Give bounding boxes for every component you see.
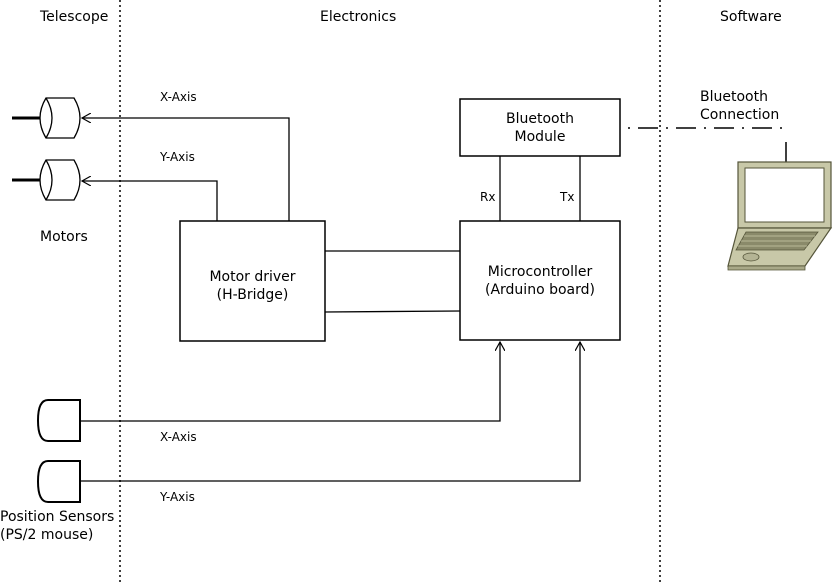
sensor-x-connection [80,342,500,422]
sensor-y-axis-label: Y-Axis [160,490,195,504]
laptop-icon [727,161,833,271]
sensor-x-axis-label: X-Axis [160,430,197,444]
motor-y-axis-label: Y-Axis [160,150,195,164]
motor-driver-label-line2: (H-Bridge) [216,287,289,303]
microcontroller-label-line2: (Arduino board) [485,282,595,298]
column-header-telescope: Telescope [40,9,109,25]
motor-y-icon [12,159,81,201]
bluetooth-connection-label-line1: Bluetooth [700,89,768,105]
bluetooth-module-label-line1: Bluetooth [506,111,574,127]
motor-x-connection [82,118,290,221]
position-sensors-label: Position Sensors [0,509,115,525]
column-header-electronics: Electronics [320,9,397,25]
bluetooth-module-box [459,98,621,157]
motor-driver-label-line1: Motor driver [209,269,296,285]
rx-label: Rx [480,190,496,204]
microcontroller-label-line1: Microcontroller [487,264,593,280]
bluetooth-connection-label-line2: Connection [700,107,780,123]
motor-x-icon [12,97,81,139]
driver-link-lower [324,310,461,313]
position-sensors-sublabel: (PS/2 mouse) [0,527,94,543]
sensor-y-icon [36,460,81,503]
tx-label: Tx [560,190,575,204]
motor-x-axis-label: X-Axis [160,90,197,104]
sensor-y-connection [80,342,580,482]
column-header-software: Software [720,9,782,25]
motors-label: Motors [40,229,88,245]
sensor-x-icon [36,399,81,442]
motor-driver-box [179,220,326,342]
microcontroller-box [459,220,621,341]
motor-y-connection [82,181,218,221]
bluetooth-module-label-line2: Module [514,129,566,145]
